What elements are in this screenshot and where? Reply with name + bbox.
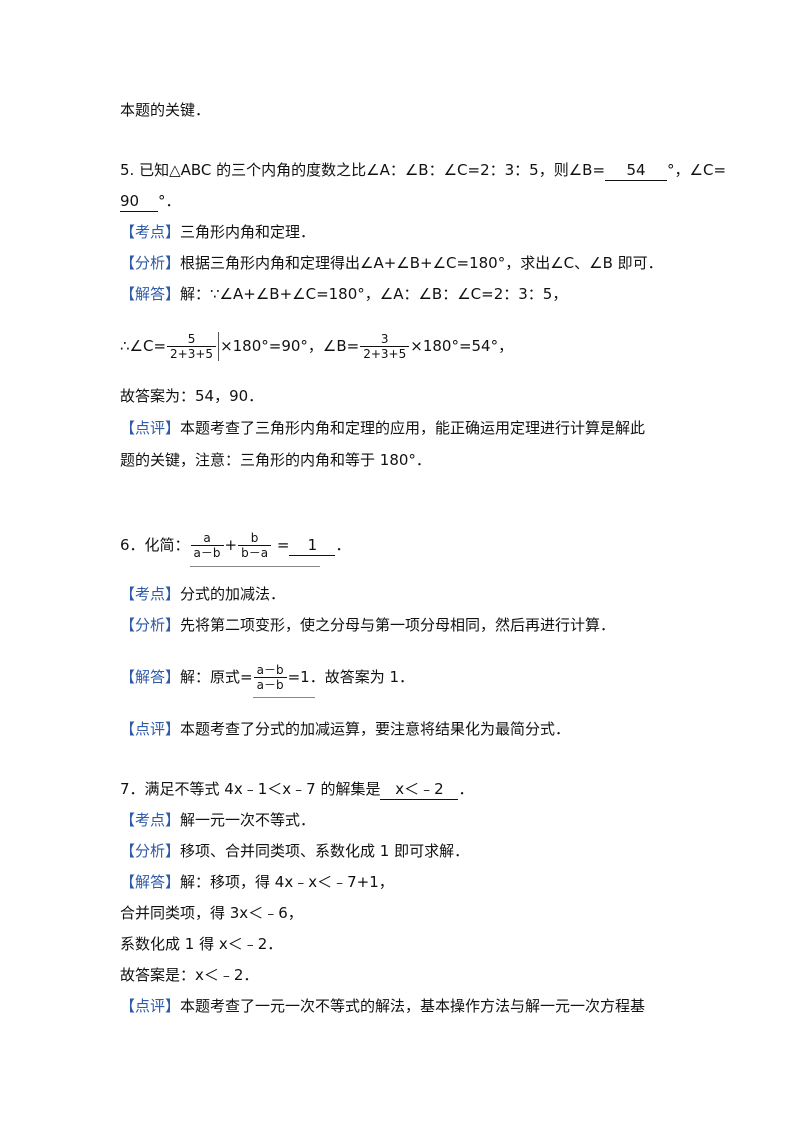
answer-line: 故答案是：x＜﹣2．: [120, 964, 258, 986]
fraction-denominator: b－a: [238, 545, 272, 560]
text: ×180°=54°，: [410, 337, 514, 355]
kaodian-line: 【考点】解一元一次不等式．: [120, 809, 315, 831]
plus-sign: +: [224, 536, 238, 554]
kaodian-text: 分式的加减法．: [180, 585, 286, 603]
dianping-tag: 【点评】: [120, 419, 181, 437]
answer-value: 1: [307, 536, 318, 554]
kaodian-text: 解一元一次不等式．: [180, 811, 316, 829]
text: ×180°=90°，∠B=: [220, 337, 360, 355]
text: 故答案为：54，90．: [120, 387, 264, 405]
answer-blank: x＜﹣2: [380, 779, 459, 800]
fraction-numerator: b: [250, 531, 259, 545]
answer-line: 故答案为：54，90．: [120, 385, 263, 407]
fenxi-text: 移项、合并同类项、系数化成 1 即可求解．: [180, 842, 470, 860]
jieda-text: =1．故答案为 1．: [287, 668, 415, 686]
question-5-cont: 90 °．: [120, 190, 181, 212]
solution-step: 系数化成 1 得 x＜﹣2．: [120, 933, 282, 955]
kaodian-line: 【考点】三角形内角和定理．: [120, 221, 315, 243]
fenxi-line: 【分析】先将第二项变形，使之分母与第一项分母相同，然后再进行计算．: [120, 614, 615, 636]
question-7: 7．满足不等式 4x﹣1＜x﹣7 的解集是 x＜﹣2 ．: [120, 778, 473, 800]
text: 系数化成 1 得 x＜﹣2．: [120, 935, 283, 953]
question-text: 7．满足不等式 4x﹣1＜x﹣7 的解集是: [120, 780, 381, 798]
fenxi-tag: 【分析】: [120, 254, 181, 272]
dianping-text: 本题考查了分式的加减运算，要注意将结果化为最简分式．: [180, 720, 571, 738]
question-text: ．: [458, 780, 474, 798]
jieda-text: 解：移项，得 4x﹣x＜﹣7+1，: [180, 873, 394, 891]
answer-value: 54: [626, 161, 646, 179]
question-text: 5. 已知△ABC 的三个内角的度数之比∠A：∠B：∠C=2：3：5，则∠B=: [120, 161, 606, 179]
answer-blank: 1: [289, 535, 336, 556]
fenxi-tag: 【分析】: [120, 616, 181, 634]
dianping-text: 题的关键，注意：三角形的内角和等于 180°．: [120, 451, 431, 469]
jieda-line: 【解答】解：移项，得 4x﹣x＜﹣7+1，: [120, 871, 394, 893]
fraction-numerator: a: [203, 531, 211, 545]
question-text: 6．化简：: [120, 536, 190, 554]
question-text: ．: [335, 536, 351, 554]
answer-value: 90: [120, 192, 140, 210]
kaodian-tag: 【考点】: [120, 811, 181, 829]
fraction-denominator: 2+3+5: [360, 346, 410, 361]
kaodian-tag: 【考点】: [120, 585, 181, 603]
kaodian-text: 三角形内角和定理．: [180, 223, 316, 241]
jieda-line: 【解答】解：∵∠A+∠B+∠C=180°，∠A：∠B：∠C=2：3：5，: [120, 283, 567, 305]
fraction-denominator: a－b: [190, 545, 224, 560]
jieda-text: 解：∵∠A+∠B+∠C=180°，∠A：∠B：∠C=2：3：5，: [180, 285, 568, 303]
jieda-tag: 【解答】: [120, 285, 181, 303]
solution-step: 合并同类项，得 3x＜﹣6，: [120, 902, 303, 924]
dianping-line: 【点评】本题考查了三角形内角和定理的应用，能正确运用定理进行计算是解此: [120, 417, 645, 439]
underline-rule: [190, 566, 320, 567]
underline-rule: [253, 697, 315, 698]
text: ∴∠C=: [120, 337, 167, 355]
fenxi-line: 【分析】根据三角形内角和定理得出∠A+∠B+∠C=180°，求出∠C、∠B 即可…: [120, 252, 663, 274]
dianping-tag: 【点评】: [120, 720, 181, 738]
text: 故答案是：x＜﹣2．: [120, 966, 259, 984]
text: 合并同类项，得 3x＜﹣6，: [120, 904, 303, 922]
dianping-line: 【点评】本题考查了一元一次不等式的解法，基本操作方法与解一元一次方程基: [120, 995, 645, 1017]
question-text: °，∠C=: [667, 161, 727, 179]
jieda-text: 解：原式=: [180, 668, 253, 686]
answer-blank: 90: [120, 191, 158, 212]
fenxi-line: 【分析】移项、合并同类项、系数化成 1 即可求解．: [120, 840, 469, 862]
kaodian-tag: 【考点】: [120, 223, 181, 241]
question-text: °．: [158, 192, 181, 210]
text: 本题的关键．: [120, 101, 211, 119]
dianping-line-2: 题的关键，注意：三角形的内角和等于 180°．: [120, 449, 431, 471]
jieda-tag: 【解答】: [120, 873, 181, 891]
answer-blank: 54: [605, 160, 668, 181]
fenxi-text: 根据三角形内角和定理得出∠A+∠B+∠C=180°，求出∠C、∠B 即可．: [180, 254, 663, 272]
answer-value: x＜﹣2: [395, 780, 444, 798]
fraction-numerator: 3: [380, 332, 389, 346]
dianping-text: 本题考查了三角形内角和定理的应用，能正确运用定理进行计算是解此: [180, 419, 646, 437]
fenxi-text: 先将第二项变形，使之分母与第一项分母相同，然后再进行计算．: [180, 616, 616, 634]
dianping-line: 【点评】本题考查了分式的加减运算，要注意将结果化为最简分式．: [120, 718, 570, 740]
fenxi-tag: 【分析】: [120, 842, 181, 860]
text-line: 本题的关键．: [120, 99, 210, 121]
dianping-tag: 【点评】: [120, 997, 181, 1015]
fraction-denominator: 2+3+5: [167, 346, 217, 361]
fraction-numerator: 5: [187, 332, 196, 346]
question-5: 5. 已知△ABC 的三个内角的度数之比∠A：∠B：∠C=2：3：5，则∠B= 5…: [120, 159, 726, 181]
fraction-denominator: a－b: [253, 677, 287, 692]
dianping-text: 本题考查了一元一次不等式的解法，基本操作方法与解一元一次方程基: [180, 997, 646, 1015]
equals-sign: =: [276, 536, 290, 554]
fraction-numerator: a－b: [256, 663, 284, 677]
kaodian-line: 【考点】分式的加减法．: [120, 583, 285, 605]
jieda-tag: 【解答】: [120, 668, 181, 686]
